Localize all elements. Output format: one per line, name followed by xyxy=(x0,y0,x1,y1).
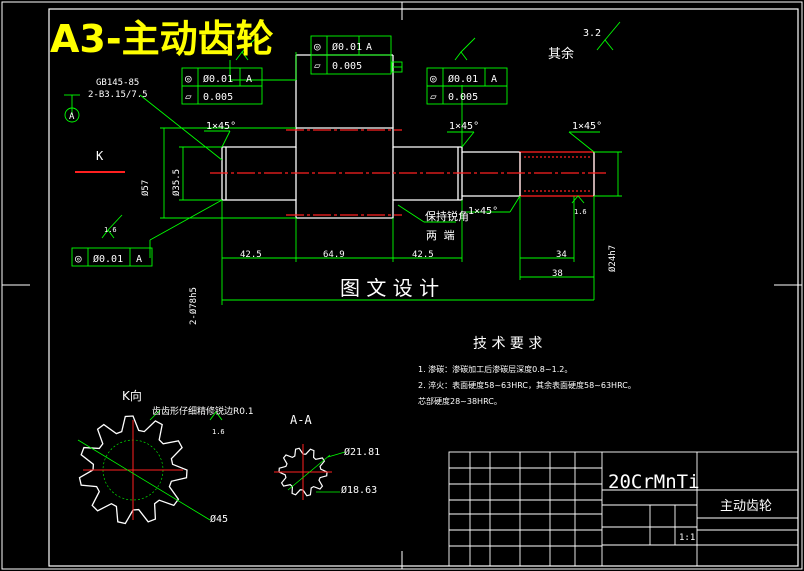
roughness-small-1: 1.6 xyxy=(104,226,117,234)
tol-bl-sym: ◎ xyxy=(75,252,82,265)
tech-title: 技 术 要 求 xyxy=(473,336,542,352)
roughness-label: 其余 xyxy=(548,46,574,62)
datum-a: A xyxy=(69,112,75,122)
aa-dia-2: Ø18.63 xyxy=(341,484,377,496)
tol-left-datum: A xyxy=(246,74,252,85)
tol-bl-datum: A xyxy=(136,254,142,265)
chamfer-3: 1×45° xyxy=(572,121,602,132)
overlay-title: A3-主动齿轮 xyxy=(50,17,274,61)
aa-section xyxy=(274,444,346,500)
dia-right: Ø24h7 xyxy=(607,245,618,272)
tol-top-sym-1: ◎ xyxy=(314,40,321,53)
keep-sharp: 保持锐角 xyxy=(425,209,469,223)
len-4: 34 xyxy=(556,250,567,260)
part-name: 主动齿轮 xyxy=(720,499,772,514)
dia-left: Ø35.5 xyxy=(171,169,182,196)
labels: A3-主动齿轮 3.2 其余 ◎ Ø0.01 A ▱ 0.005 ◎ Ø0.01… xyxy=(50,17,772,543)
title-block xyxy=(448,451,799,567)
len-2: 64.9 xyxy=(323,250,345,260)
tol-top-datum: A xyxy=(366,42,372,53)
chamfer-1: 1×45° xyxy=(206,121,236,132)
dimension-lines xyxy=(64,52,622,305)
tol-bl-val: Ø0.01 xyxy=(93,253,123,265)
len-1: 42.5 xyxy=(240,250,262,260)
tol-right-val-1: Ø0.01 xyxy=(448,73,478,85)
tol-left-val-2: 0.005 xyxy=(203,92,233,103)
dia-left-2: Ø57 xyxy=(140,180,151,196)
inner-border xyxy=(48,8,799,567)
view-k-dia: Ø45 xyxy=(210,513,228,525)
tol-top-val-2: 0.005 xyxy=(332,61,362,72)
title-block-right-grid xyxy=(697,529,798,546)
k-view-gear xyxy=(77,409,211,525)
aa-dia-1: Ø21.81 xyxy=(344,446,380,458)
tol-right-sym-1: ◎ xyxy=(430,72,437,85)
spline-spec-2: 2-B3.15/7.5 xyxy=(88,90,148,100)
tech-item-3: 芯部硬度28~38HRC。 xyxy=(418,396,502,406)
section-marker-k: K xyxy=(96,149,104,163)
tol-right-val-2: 0.005 xyxy=(448,92,478,103)
tol-top-sym-2: ▱ xyxy=(314,59,321,72)
tol-right-sym-2: ▱ xyxy=(430,90,437,103)
roughness-small-2: 1.6 xyxy=(574,208,587,216)
roughness-value: 3.2 xyxy=(583,28,601,39)
len-3: 42.5 xyxy=(412,250,434,260)
tol-frames xyxy=(64,21,621,421)
view-k-label: K向 xyxy=(122,388,142,403)
center-lines xyxy=(75,129,606,216)
len-5: 38 xyxy=(552,269,563,279)
watermark: 图 文 设 计 xyxy=(340,276,439,300)
roughness-small-3: 1.6 xyxy=(212,428,225,436)
scale: 1:1 xyxy=(679,533,695,543)
both-ends: 两 端 xyxy=(426,229,455,242)
dia-total: 2-Ø78h5 xyxy=(188,287,199,325)
tech-item-1: 1. 渗碳：渗碳加工后渗碳层深度0.8~1.2。 xyxy=(418,364,572,374)
spline-spec-1: GB145-85 xyxy=(96,78,139,88)
tech-item-2: 2. 淬火：表面硬度58~63HRC，其余表面硬度58~63HRC。 xyxy=(418,380,636,390)
view-k-note: 齿齿形仔细精修锐边R0.1 xyxy=(152,405,254,417)
tol-left-sym-2: ▱ xyxy=(185,90,192,103)
tol-left-sym-1: ◎ xyxy=(185,72,192,85)
chamfer-4: 1×45° xyxy=(468,206,498,217)
chamfer-2: 1×45° xyxy=(449,121,479,132)
material: 20CrMnTi xyxy=(608,471,700,493)
tol-top-val-1: Ø0.01 xyxy=(332,41,362,53)
tol-right-datum: A xyxy=(491,74,497,85)
tol-left-val-1: Ø0.01 xyxy=(203,73,233,85)
section-aa-label: A-A xyxy=(290,413,312,427)
